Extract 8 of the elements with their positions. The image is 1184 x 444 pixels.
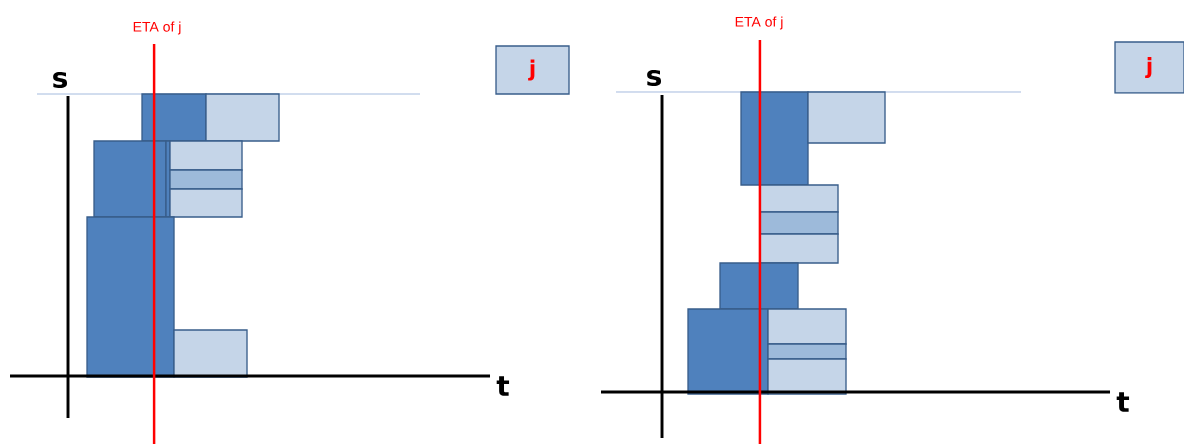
axis-label: s [647,69,661,87]
job-box: j [495,45,570,95]
line-label: ETA of j [133,21,181,35]
job-box: j [1114,41,1184,94]
line-label: ETA of j [735,16,783,30]
axis-label: t [496,376,510,396]
axis-label: t [1116,392,1130,412]
axis-label: s [53,71,67,89]
